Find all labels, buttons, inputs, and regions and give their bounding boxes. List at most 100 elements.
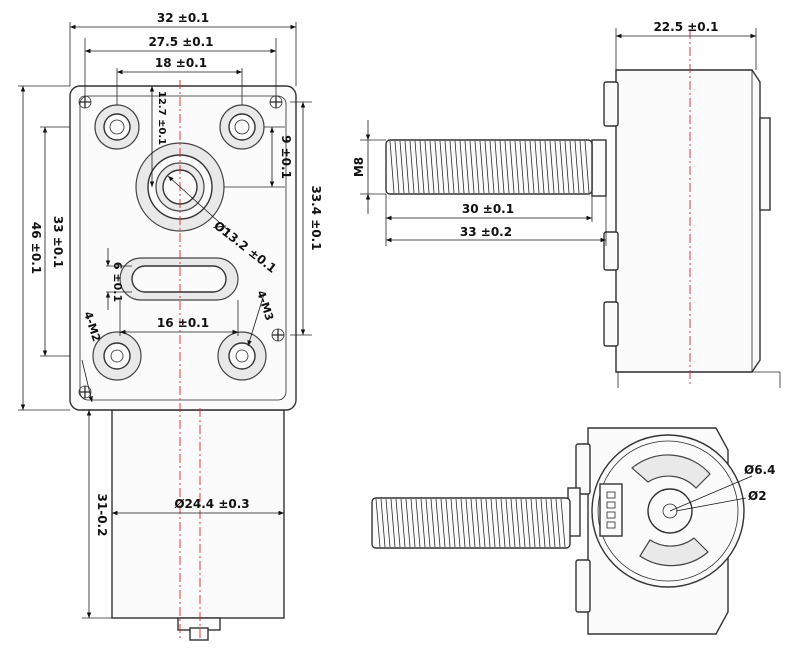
thread-line (530, 498, 536, 548)
dim-27-5: 27.5 ±0.1 (148, 35, 213, 49)
thread-line (459, 140, 465, 194)
dim-33: 33 ±0.1 (51, 216, 65, 268)
thread-line (450, 498, 456, 548)
thread-line (569, 140, 575, 194)
thread-line (490, 498, 496, 548)
dim-46: 46 ±0.1 (29, 222, 43, 274)
dim-center-dia: Ø2 (748, 489, 767, 503)
thread-line (484, 140, 490, 194)
thread-line (420, 498, 426, 548)
thread-line (509, 140, 515, 194)
thread-line (510, 498, 516, 548)
thread-line (465, 498, 471, 548)
end-connector (599, 483, 623, 537)
thread-line (534, 140, 540, 194)
thread-line (454, 140, 460, 194)
motor-body (111, 409, 285, 619)
thread-line (385, 498, 391, 548)
thread-line (475, 498, 481, 548)
thread-line (439, 140, 445, 194)
thread-line (399, 140, 405, 194)
thread-line (470, 498, 476, 548)
thread-line (435, 498, 441, 548)
thread-line (424, 140, 430, 194)
side-thread-lines (389, 140, 590, 194)
thread-line (545, 498, 551, 548)
end-thread (371, 497, 571, 549)
thread-line (520, 498, 526, 548)
dim-hub-dia: Ø6.4 (744, 463, 775, 477)
thread-line (529, 140, 535, 194)
thread-line (479, 140, 485, 194)
dim-motor-len: 31-0.2 (95, 494, 109, 537)
dim-slot-16: 16 ±0.1 (157, 316, 209, 330)
thread-line (434, 140, 440, 194)
thread-line (405, 498, 411, 548)
thread-line (524, 140, 530, 194)
thread-line (425, 498, 431, 548)
thread-line (380, 498, 386, 548)
thread-line (514, 140, 520, 194)
thread-line (544, 140, 550, 194)
thread-line (429, 140, 435, 194)
side-view: 22.5 ±0.1 M8 30 ±0.1 33 ±0.2 (352, 20, 781, 388)
end-crescent (631, 454, 711, 489)
corner-screw-tr (269, 95, 283, 109)
end-view: Ø6.4 Ø2 (371, 427, 775, 635)
thread-line (394, 140, 400, 194)
dim-thread-33: 33 ±0.2 (460, 225, 512, 239)
dim-thread: M8 (352, 157, 366, 177)
thread-line (540, 498, 546, 548)
dim-12-7: 12.7 ±0.1 (156, 91, 167, 145)
thread-line (449, 140, 455, 194)
dim-18: 18 ±0.1 (155, 56, 207, 70)
thread-line (480, 498, 486, 548)
thread-line (440, 498, 446, 548)
thread-line (535, 498, 541, 548)
thread-line (539, 140, 545, 194)
thread-line (584, 140, 590, 194)
side-cap (759, 117, 771, 211)
gearbox-inner (79, 95, 287, 401)
thread-line (574, 140, 580, 194)
thread-line (390, 498, 396, 548)
side-housing (615, 69, 761, 373)
thread-line (445, 498, 451, 548)
corner-screw-br (271, 328, 285, 342)
thread-line (550, 498, 556, 548)
front-view: 32 ±0.1 27.5 ±0.1 18 ±0.1 46 ±0.1 33 ±0.… (18, 11, 323, 641)
dim-32: 32 ±0.1 (157, 11, 209, 25)
thread-line (375, 498, 381, 548)
thread-line (415, 498, 421, 548)
corner-screw-tl (78, 95, 92, 109)
dim-thread-30: 30 ±0.1 (462, 202, 514, 216)
thread-line (555, 498, 561, 548)
dim-9: 9 ±0.1 (279, 135, 293, 179)
thread-line (419, 140, 425, 194)
thread-line (554, 140, 560, 194)
thread-line (395, 498, 401, 548)
thread-line (564, 140, 570, 194)
thread-line (499, 140, 505, 194)
thread-line (559, 140, 565, 194)
thread-line (455, 498, 461, 548)
thread-line (495, 498, 501, 548)
dim-side-width: 22.5 ±0.1 (653, 20, 718, 34)
thread-line (505, 498, 511, 548)
end-thread-lines (375, 498, 566, 548)
motor-terminal (189, 627, 209, 641)
thread-line (485, 498, 491, 548)
thread-line (404, 140, 410, 194)
thread-line (560, 498, 566, 548)
thread-line (500, 498, 506, 548)
corner-screw-bl (78, 385, 92, 399)
thread-line (464, 140, 470, 194)
dim-motor-dia: Ø24.4 ±0.3 (174, 497, 249, 511)
thread-line (400, 498, 406, 548)
thread-line (494, 140, 500, 194)
thread-line (489, 140, 495, 194)
gearbox-plate (69, 85, 297, 411)
thread-line (409, 140, 415, 194)
thread-line (579, 140, 585, 194)
